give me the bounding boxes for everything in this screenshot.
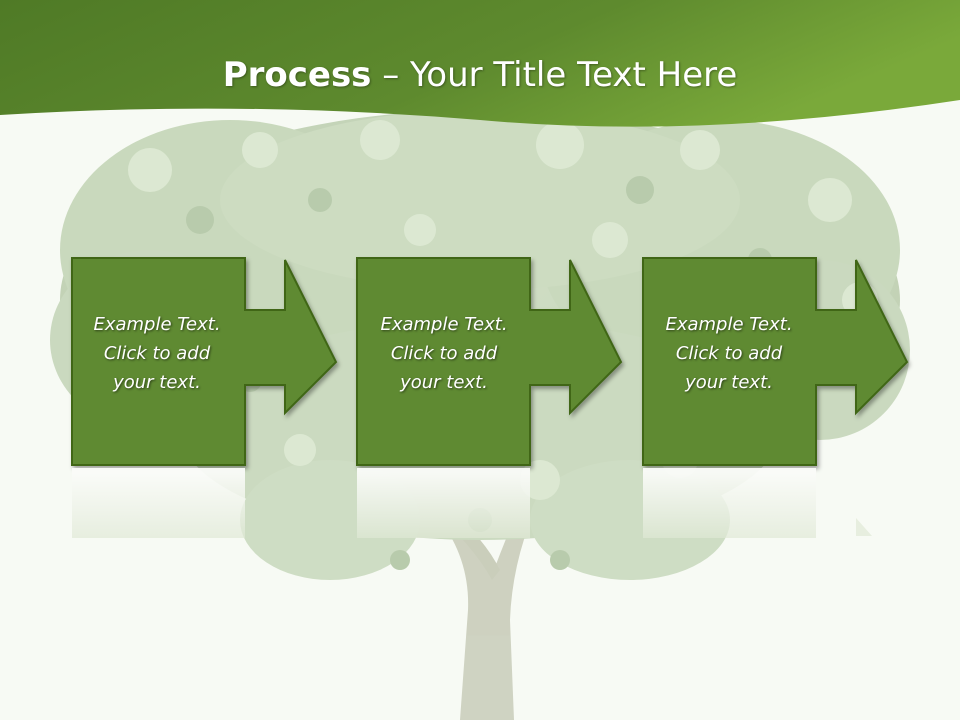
step-1-line-1: Example Text.	[93, 314, 221, 335]
step-reflection-2	[357, 468, 530, 538]
step-3-line-2: Click to add	[675, 343, 783, 364]
step-3-line-1: Example Text.	[665, 314, 793, 335]
step-text-2[interactable]: Example Text. Click to add your text.	[359, 310, 529, 397]
page-title[interactable]: Process – Your Title Text Here	[0, 52, 960, 98]
step-shape-1[interactable]	[71, 257, 338, 466]
title-bold: Process	[222, 55, 372, 95]
step-1-line-3: your text.	[113, 372, 201, 393]
step-3-line-3: your text.	[685, 372, 773, 393]
title-rest: – Your Title Text Here	[371, 55, 738, 95]
step-text-3[interactable]: Example Text. Click to add your text.	[644, 310, 814, 397]
header-band	[0, 0, 960, 127]
step-2-line-3: your text.	[400, 372, 488, 393]
step-2-line-1: Example Text.	[380, 314, 508, 335]
step-text-1[interactable]: Example Text. Click to add your text.	[72, 310, 242, 397]
step-1-line-2: Click to add	[103, 343, 211, 364]
step-reflection-1	[72, 468, 245, 538]
step-shape-3[interactable]	[642, 257, 909, 466]
step-reflection-3	[643, 468, 872, 538]
step-2-line-2: Click to add	[390, 343, 498, 364]
step-shape-2[interactable]	[356, 257, 623, 466]
